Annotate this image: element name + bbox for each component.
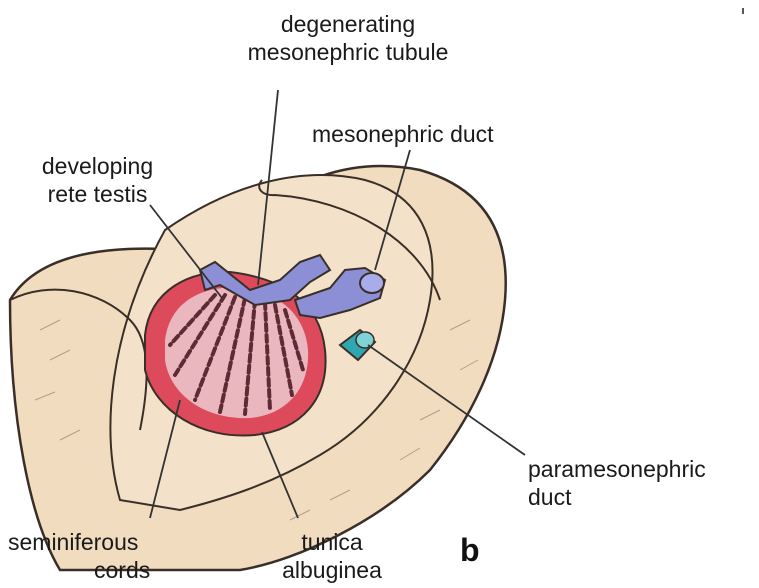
label-degenerating-line2: mesonephric tubule — [218, 38, 478, 66]
label-degenerating-tubule: degenerating mesonephric tubule — [218, 10, 478, 66]
label-tunica-line1: tunica — [262, 528, 402, 556]
label-seminiferous-line1: seminiferous — [8, 528, 198, 556]
panel-letter: b — [460, 532, 480, 569]
corner-mark — [742, 8, 744, 14]
label-paramesonephric-line1: paramesonephric — [528, 455, 706, 483]
label-paramesonephric-line2: duct — [528, 483, 706, 511]
label-mesonephric-duct: mesonephric duct — [312, 120, 494, 148]
label-rete-line2: rete testis — [0, 180, 195, 208]
mesonephric-duct-end — [360, 273, 384, 293]
label-seminiferous-line2: cords — [8, 556, 198, 584]
paramesonephric-duct-end — [356, 332, 374, 348]
label-rete-line1: developing — [0, 152, 195, 180]
label-paramesonephric-duct: paramesonephric duct — [528, 455, 706, 511]
label-tunica-albuginea: tunica albuginea — [262, 528, 402, 584]
label-seminiferous-cords: seminiferous cords — [8, 528, 198, 584]
label-degenerating-line1: degenerating — [218, 10, 478, 38]
label-mesonephric-duct-text: mesonephric duct — [312, 121, 494, 147]
label-tunica-line2: albuginea — [262, 556, 402, 584]
label-rete-testis: developing rete testis — [0, 152, 195, 208]
